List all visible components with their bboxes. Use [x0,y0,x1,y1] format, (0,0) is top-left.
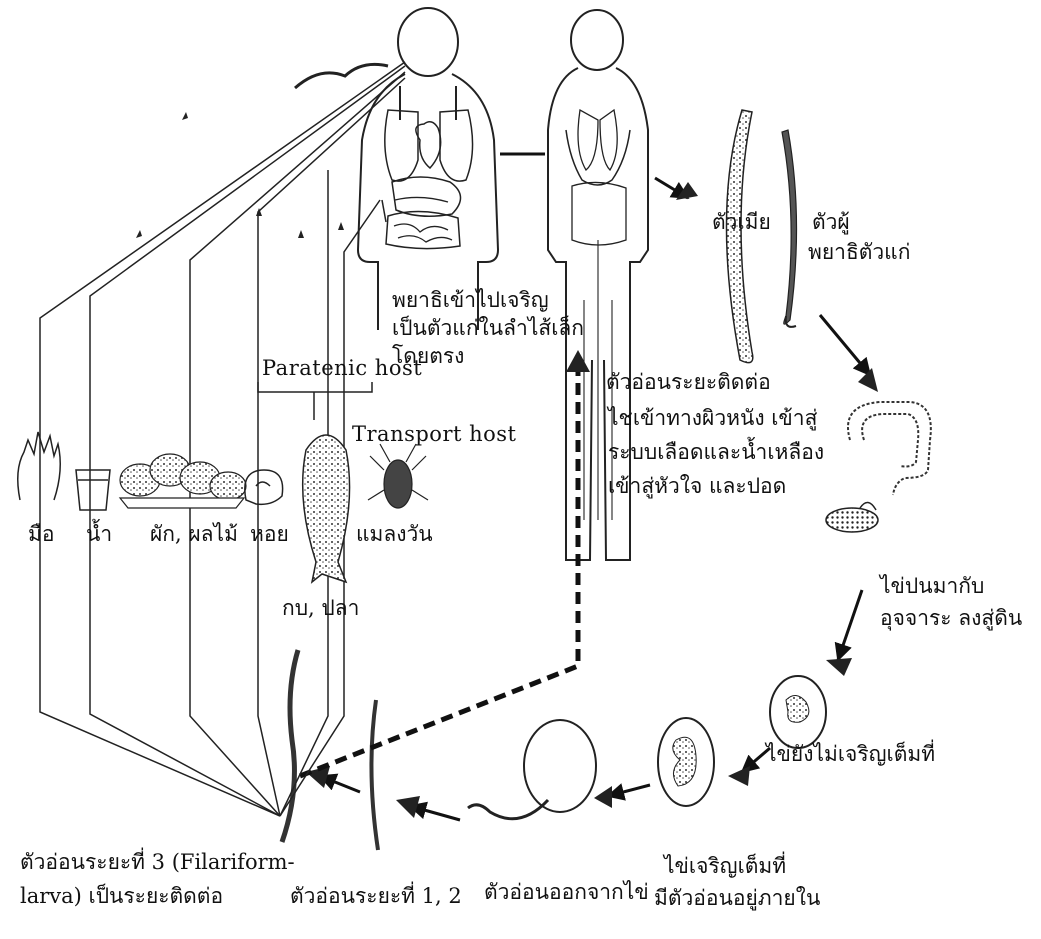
hatching-larva [468,720,596,819]
label-penetration-2: ระบบเลือดและน้ำเหลือง [608,436,824,469]
label-paratenic-host: Paratenic host [262,356,422,380]
infection-arrowhead [566,350,590,372]
arrow-to-colon [820,315,870,375]
cockroach-icon [368,444,428,508]
label-penetration-1: ไชเข้าทางผิวหนัง เข้าสู่ [608,402,817,435]
infection-routes [40,62,405,816]
vegetables-fruit-icon [120,454,246,508]
label-source-water: น้ำ [86,518,112,551]
label-egg-immature: ไข่ยังไม่เจริญเต็มที่ [766,738,935,771]
label-larva-stage12: ตัวอ่อนระยะที่ 1, 2 [290,880,462,913]
label-egg-mature-1: ไข่เจริญเต็มที่ [664,850,786,883]
paratenic-bracket [258,382,372,420]
arrow-to-immature-egg [838,590,862,660]
label-source-vegetables: ผัก, ผลไม้ [150,518,238,551]
label-larva-hatch: ตัวอ่อนออกจากไข่ [484,876,649,909]
route-arrowheads [136,112,344,238]
label-source-hand: มือ [28,518,54,551]
snail-icon [245,470,283,504]
larva-stage3-shape [282,650,298,842]
label-larva-stage3-1: ตัวอ่อนระยะที่ 3 (Filariform- [20,846,295,879]
label-female-worm: ตัวเมีย [712,206,771,239]
label-egg-mature-2: มีตัวอ่อนอยู่ภายใน [654,882,820,915]
human-figure-with-organs [358,8,498,330]
label-penetration-3: เข้าสู่หัวใจ และปอด [608,470,786,503]
large-intestine [848,402,931,495]
arrow-to-hatching [608,785,650,796]
arrow-to-stage12 [410,806,460,820]
label-source-cockroach: แมลงวัน [356,518,433,551]
label-male-worm: ตัวผู้ [812,206,850,239]
mature-egg [658,718,714,806]
hand-icon [18,432,61,500]
label-transport-host: Transport host [352,422,517,446]
label-infective-larva: ตัวอ่อนระยะติดต่อ [606,366,771,399]
label-eggs-feces-1: ไข่ปนมากับ [880,570,984,603]
label-larva-stage3-2: larva) เป็นระยะติดต่อ [20,880,223,913]
fish-icon [303,435,350,582]
feces-pile [826,502,878,532]
larva-stage12-shape [371,700,378,850]
label-adult-worm: พยาธิตัวแก่ [808,236,910,269]
label-eggs-feces-2: อุจจาระ ลงสู่ดิน [880,602,1022,635]
label-source-snail: หอย [250,518,289,551]
water-glass-icon [76,470,110,510]
label-source-fish: กบ, ปลา [282,592,359,625]
